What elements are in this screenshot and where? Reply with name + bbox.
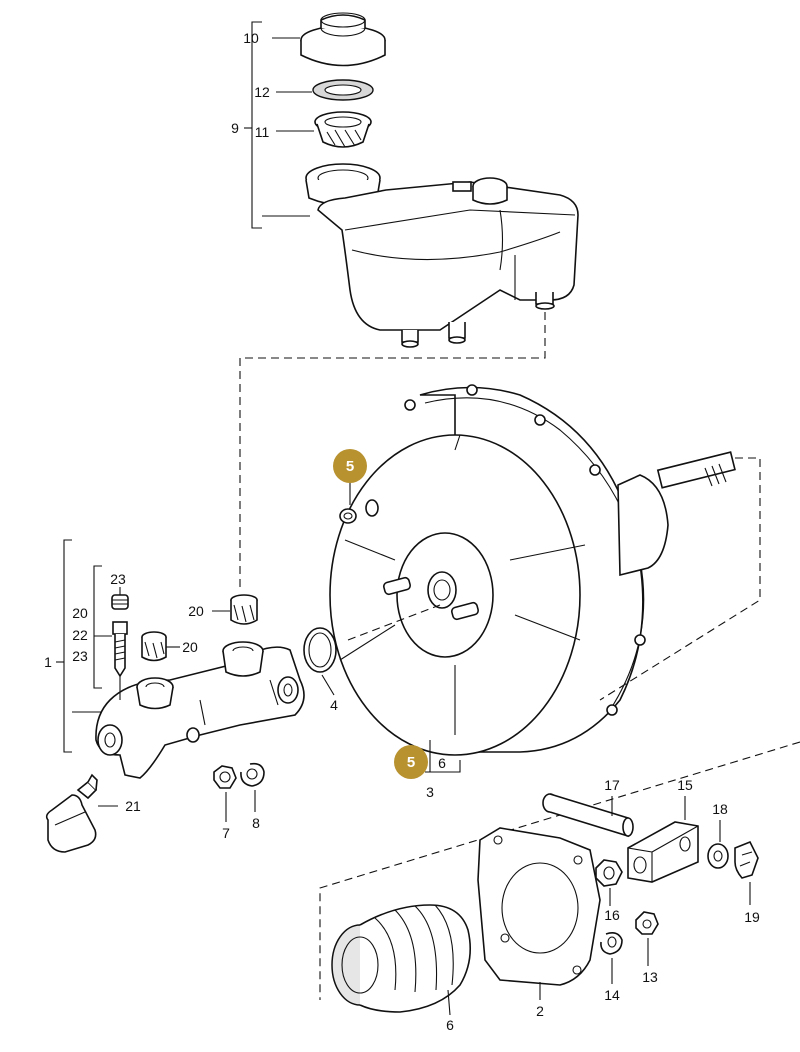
label-20-upper: 20 [188,603,204,619]
label-3: 3 [426,784,434,800]
label-12: 12 [254,84,270,100]
spring-washer-8 [240,762,265,787]
label-18: 18 [712,801,728,817]
callout-marker-upper[interactable]: 5 [333,449,367,483]
brake-fluid-reservoir [305,163,579,348]
part-labels: 10 12 11 9 23 20 22 23 1 20 20 4 6 3 21 … [44,30,760,1033]
assembly-line-lower [319,741,800,1000]
bleed-cap [111,594,129,610]
clevis-pin [542,793,634,838]
hex-nut-7 [213,765,237,789]
grommet-20-lower [141,631,167,662]
hex-nut-13 [635,911,659,935]
label-1: 1 [44,654,52,670]
label-10: 10 [243,30,259,46]
label-11: 11 [255,124,270,140]
label-19: 19 [744,909,760,925]
brake-booster [329,384,736,756]
label-13: 13 [642,969,658,985]
label-4: 4 [330,697,338,713]
callout-marker-upper-label: 5 [346,458,354,475]
label-17: 17 [604,777,620,793]
o-ring [303,627,337,673]
label-23-top: 23 [110,571,126,587]
gasket [477,827,601,986]
label-20-lower: 20 [182,639,198,655]
label-20-left: 20 [72,605,88,621]
label-22: 22 [72,627,88,643]
label-6-top: 6 [438,755,446,771]
assembly-line-top [599,457,761,701]
label-21: 21 [125,798,141,814]
label-23-mid: 23 [72,648,88,664]
sealing-ring [312,79,374,101]
rubber-boot [331,904,471,1013]
bracket-20-23 [93,565,112,689]
assembly-line-axis [347,604,441,641]
label-9: 9 [231,120,239,136]
label-16: 16 [604,907,620,923]
label-15: 15 [677,777,693,793]
hex-nut-16 [595,859,623,887]
label-7: 7 [222,825,230,841]
bracket-9 [244,21,310,229]
washer-18 [707,843,729,869]
spring-washer-14 [600,932,623,955]
label-8: 8 [252,815,260,831]
grommet-20-upper [230,594,258,625]
reservoir-cap [300,12,386,67]
callout-marker-lower[interactable]: 5 [394,745,428,779]
label-14: 14 [604,987,620,1003]
fluid-line-dashed [239,312,546,590]
brake-light-switch [45,773,98,853]
label-6-bottom: 6 [446,1017,454,1033]
strainer [314,111,372,148]
spring-clip [734,840,759,879]
master-cylinder [95,641,305,779]
clevis-block [627,821,699,883]
label-2: 2 [536,1003,544,1019]
bleed-screw [112,621,128,678]
callout-marker-lower-label: 5 [407,754,415,771]
